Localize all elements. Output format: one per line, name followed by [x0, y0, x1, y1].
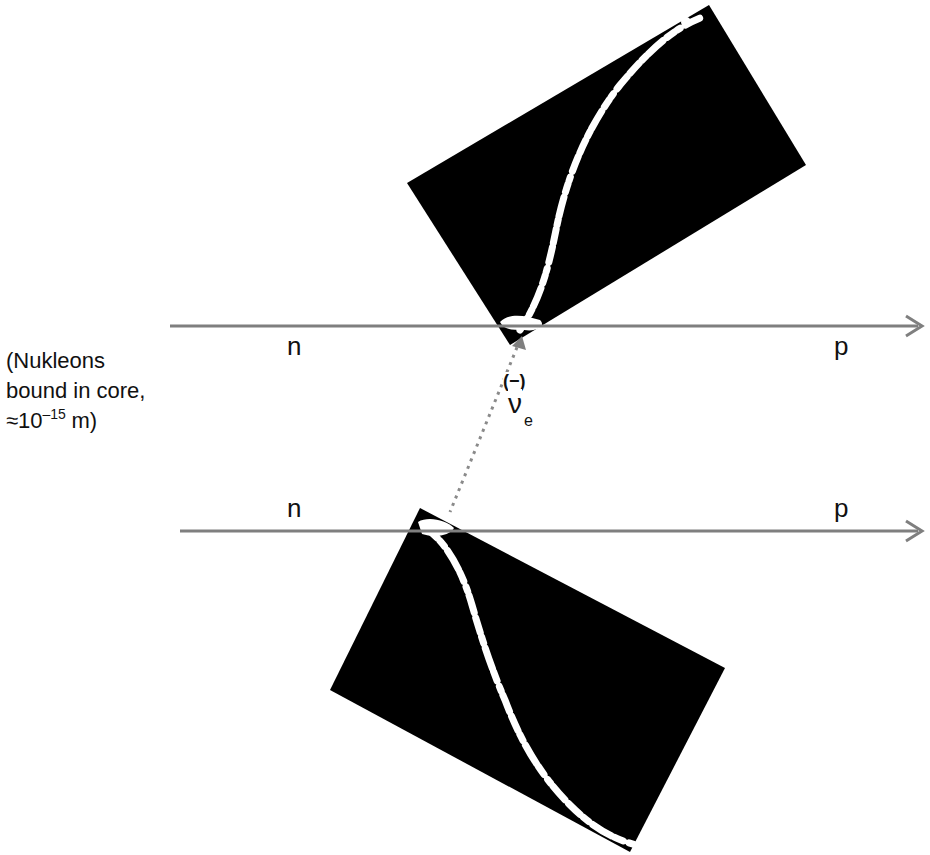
note-text: m) [71, 408, 97, 433]
neutrino-symbol: ν [508, 389, 522, 420]
track-blob [681, 17, 691, 27]
arrow-head [512, 336, 526, 350]
arrow-head [906, 521, 922, 541]
particle-track [520, 18, 700, 330]
particle-name: n [287, 332, 301, 361]
exponent: –15 [43, 406, 66, 422]
note: (Nukleons bound in core, ≈10–15m) [6, 346, 156, 436]
neutrino-line [450, 340, 520, 512]
track-blob [418, 519, 454, 536]
nucleon-line [170, 325, 918, 328]
track-blob [500, 316, 542, 331]
subscript: e [524, 412, 533, 430]
track-photo [407, 5, 806, 345]
particle-name: p [834, 332, 848, 361]
track-photo [330, 508, 725, 852]
particle-track [425, 528, 636, 845]
nucleon-line [180, 530, 918, 533]
particle-name: p [834, 494, 848, 523]
arrow-head [906, 316, 922, 336]
particle-name: n [287, 494, 301, 523]
